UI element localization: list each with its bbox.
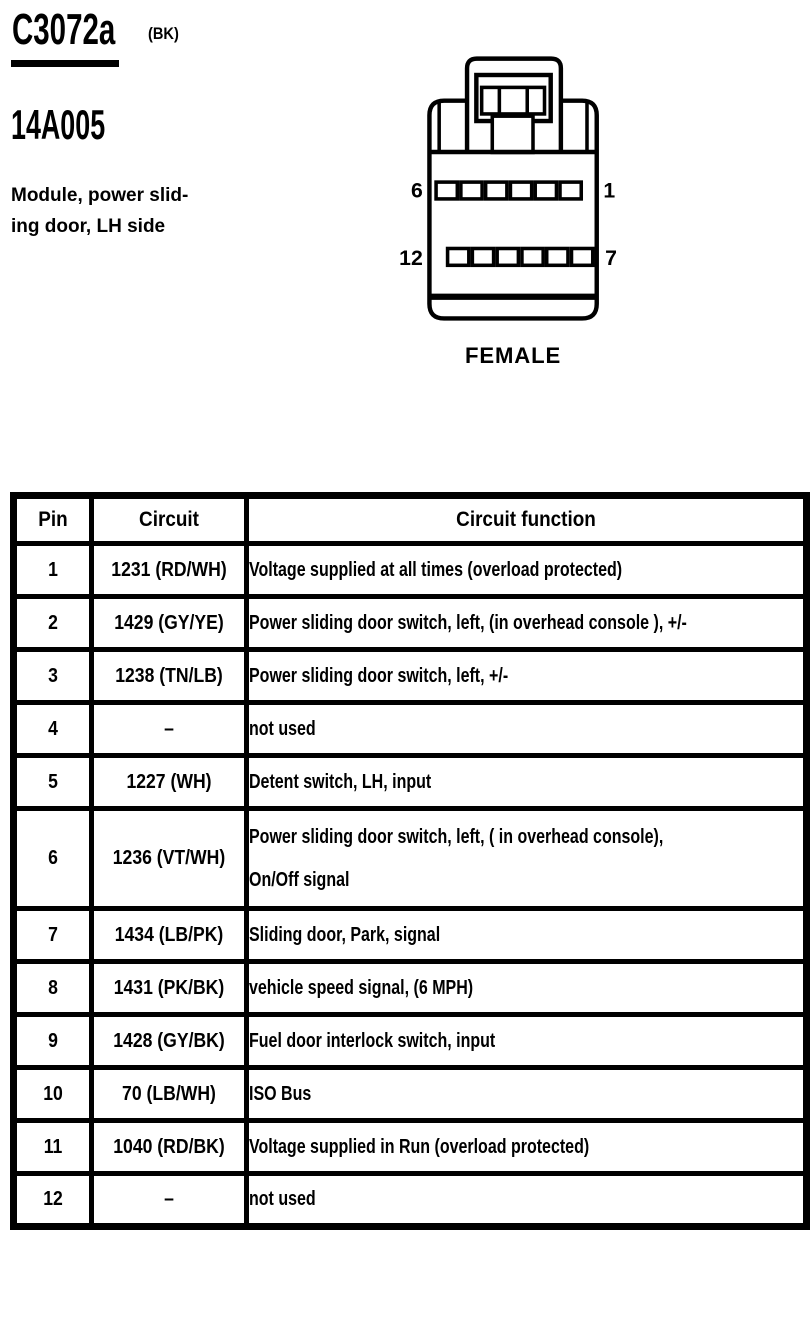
pin-cavity <box>459 180 484 201</box>
table-row: 4 – not used <box>11 700 809 758</box>
connector-color-code: (BK) <box>148 24 179 43</box>
pin-cavity <box>508 180 534 201</box>
pin-cavity <box>533 180 559 201</box>
function-cell: Power sliding door switch, left, (in ove… <box>244 594 809 652</box>
table-row: 12 – not used <box>11 1171 809 1229</box>
pinout-table-header: Pin Circuit Circuit function <box>11 493 809 546</box>
circuit-header-cell: Circuit <box>89 493 249 546</box>
connector-gender-label: FEMALE <box>465 343 561 368</box>
pin-cell: 8 <box>11 959 94 1017</box>
pin-cell: 11 <box>11 1118 94 1176</box>
pin-cavity <box>544 246 570 268</box>
function-cell: not used <box>244 700 809 758</box>
connector-id-underline <box>11 60 119 67</box>
table-row: 7 1434 (LB/PK) Sliding door, Park, signa… <box>11 906 809 964</box>
pin-cell: 9 <box>11 1012 94 1070</box>
connector-body <box>427 98 599 321</box>
table-row: 1 1231 (RD/WH) Voltage supplied at all t… <box>11 541 809 599</box>
pin-cell: 5 <box>11 753 94 811</box>
pin-cell: 6 <box>11 806 94 911</box>
pin-cell: 7 <box>11 906 94 964</box>
connector-diagram: 6 1 12 7 FEMALE <box>399 56 617 368</box>
circuit-cell: 1227 (WH) <box>89 753 249 811</box>
pin-label-bottom-left: 12 <box>399 246 423 270</box>
table-row: 3 1238 (TN/LB) Power sliding door switch… <box>11 647 809 705</box>
pin-cavity <box>445 246 471 268</box>
circuit-cell: 1231 (RD/WH) <box>89 541 249 599</box>
pin-cavity <box>495 246 521 268</box>
connector-description: Module, power slid- ing door, LH side <box>11 185 189 237</box>
part-number: 14A005 <box>11 101 106 148</box>
pin-cavity <box>483 180 509 201</box>
function-cell: vehicle speed signal, (6 MPH) <box>244 959 809 1017</box>
table-row: 11 1040 (RD/BK) Voltage supplied in Run … <box>11 1118 809 1176</box>
table-row: 6 1236 (VT/WH) Power sliding door switch… <box>11 806 809 911</box>
circuit-cell: 1429 (GY/YE) <box>89 594 249 652</box>
function-cell: Voltage supplied at all times (overload … <box>244 541 809 599</box>
function-header-cell: Circuit function <box>244 493 809 546</box>
pinout-table-body: 1 1231 (RD/WH) Voltage supplied at all t… <box>11 541 809 1229</box>
circuit-cell: – <box>89 1171 249 1229</box>
latch-outer <box>464 56 564 153</box>
pin-header-cell: Pin <box>11 493 94 546</box>
latch-window <box>479 85 547 116</box>
circuit-cell: 1236 (VT/WH) <box>89 806 249 911</box>
pin-cell: 10 <box>11 1065 94 1123</box>
function-cell: Power sliding door switch, left, +/- <box>244 647 809 705</box>
function-cell: Sliding door, Park, signal <box>244 906 809 964</box>
table-row: 2 1429 (GY/YE) Power sliding door switch… <box>11 594 809 652</box>
table-row: 5 1227 (WH) Detent switch, LH, input <box>11 753 809 811</box>
pin-cell: 12 <box>11 1171 94 1229</box>
pin-cell: 3 <box>11 647 94 705</box>
pin-label-top-right: 1 <box>603 179 615 203</box>
connector-id: C3072a <box>12 5 116 54</box>
function-cell: Detent switch, LH, input <box>244 753 809 811</box>
function-cell: ISO Bus <box>244 1065 809 1123</box>
circuit-cell: 1040 (RD/BK) <box>89 1118 249 1176</box>
circuit-cell: 1434 (LB/PK) <box>89 906 249 964</box>
function-cell: Fuel door interlock switch, input <box>244 1012 809 1070</box>
pin-cavity <box>520 246 545 268</box>
pin-label-bottom-right: 7 <box>605 246 617 270</box>
function-cell: not used <box>244 1171 809 1229</box>
table-row: 10 70 (LB/WH) ISO Bus <box>11 1065 809 1123</box>
pin-cell: 1 <box>11 541 94 599</box>
pin-cavity <box>558 180 584 201</box>
circuit-cell: – <box>89 700 249 758</box>
pin-cavity <box>470 246 496 268</box>
pin-label-top-left: 6 <box>411 179 423 203</box>
function-cell: Voltage supplied in Run (overload protec… <box>244 1118 809 1176</box>
circuit-cell: 70 (LB/WH) <box>89 1065 249 1123</box>
function-cell: Power sliding door switch, left, ( in ov… <box>244 806 809 911</box>
table-row: 8 1431 (PK/BK) vehicle speed signal, (6 … <box>11 959 809 1017</box>
pin-cell: 2 <box>11 594 94 652</box>
pinout-table: Pin Circuit Circuit function 1 1231 (RD/… <box>10 492 810 1230</box>
pin-cavity <box>569 246 595 268</box>
circuit-cell: 1238 (TN/LB) <box>89 647 249 705</box>
table-row: 9 1428 (GY/BK) Fuel door interlock switc… <box>11 1012 809 1070</box>
header-row: Pin Circuit Circuit function <box>11 493 809 546</box>
circuit-cell: 1431 (PK/BK) <box>89 959 249 1017</box>
pin-cell: 4 <box>11 700 94 758</box>
pin-cavity <box>434 180 460 201</box>
circuit-cell: 1428 (GY/BK) <box>89 1012 249 1070</box>
latch-stem <box>490 114 535 155</box>
